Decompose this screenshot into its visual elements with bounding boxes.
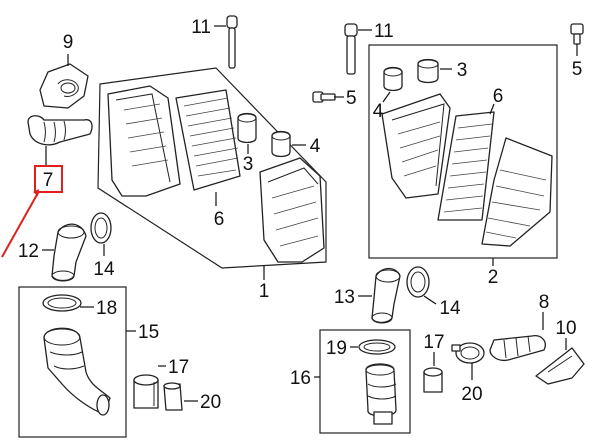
part-5-screw-right: [570, 23, 584, 45]
callout-10: 10: [555, 318, 576, 339]
leader-14b: [423, 295, 437, 305]
part-20-ring-left: [163, 382, 183, 411]
part-17-collar-left: [133, 374, 159, 409]
part-10-bracket: [535, 347, 585, 385]
callout-17-right: 17: [423, 332, 444, 353]
callout-20-left: 20: [200, 392, 221, 413]
part-5-screw-middle: [312, 91, 336, 103]
part-17-collar-right: [423, 367, 443, 393]
part-14-gasket-left: [90, 212, 112, 244]
assembly-1-outline: [97, 67, 327, 269]
callout-5-middle: 5: [346, 88, 357, 109]
callout-6-left: 6: [214, 209, 225, 230]
part-11-bolt-left: [226, 15, 238, 69]
part-14-gasket-right: [406, 266, 430, 298]
part-6-filter-left: [175, 89, 241, 191]
callout-11-right: 11: [374, 21, 394, 42]
part-air-box-lower-left: [259, 157, 325, 263]
part-19-clamp-right: [358, 339, 396, 355]
callout-8: 8: [539, 292, 550, 313]
leader-6b: [489, 103, 495, 115]
assembly-2-outline: [368, 44, 558, 259]
part-18-clamp-left: [42, 294, 82, 312]
callout-labels: 1 2 3 3 4 4 5 5 6 6 7 8 9 10 11 11 12 13…: [18, 17, 582, 413]
part-6-filter-right: [437, 111, 495, 221]
callout-7: 7: [43, 170, 54, 191]
part-air-box-upper: [107, 85, 181, 197]
part-7-hose: [27, 115, 93, 146]
part-11-bolt-right: [344, 23, 358, 75]
part-air-box-upper-right: [381, 93, 451, 199]
part-13-elbow: [371, 267, 401, 324]
callout-18: 18: [96, 298, 117, 319]
kit-16-outline: [319, 329, 411, 434]
callout-6-right: 6: [493, 86, 504, 107]
callout-20-right: 20: [461, 384, 482, 405]
callout-14-right: 14: [439, 298, 461, 319]
callout-4-left: 4: [310, 136, 321, 157]
callout-19: 19: [326, 338, 347, 359]
callout-15: 15: [138, 322, 159, 343]
part-8-hose: [489, 335, 546, 362]
callout-13: 13: [334, 287, 355, 308]
part-15-hose: [43, 327, 111, 416]
part-20-clamp-right: [451, 342, 485, 364]
part-air-box-lower-right: [481, 137, 553, 247]
red-pointer-arrow: [1, 190, 40, 258]
callout-5-right: 5: [572, 59, 583, 80]
callout-2: 2: [488, 267, 499, 288]
part-9-duct: [39, 63, 89, 109]
callout-1: 1: [259, 281, 270, 302]
part-12-elbow: [51, 223, 87, 282]
leader-4b: [382, 91, 391, 103]
kit-15-outline: [18, 286, 127, 438]
callout-17-left: 17: [168, 357, 189, 378]
part-4-grommet-right: [383, 66, 403, 92]
callout-11-left: 11: [191, 17, 211, 38]
callout-14-left: 14: [93, 259, 115, 280]
callout-16: 16: [290, 368, 311, 389]
part-4-grommet-left: [271, 130, 291, 158]
callout-9: 9: [63, 32, 74, 53]
part-16-hose: [365, 363, 397, 425]
callout-4-right: 4: [373, 101, 384, 122]
callout-12: 12: [18, 241, 39, 262]
callout-3-right: 3: [457, 60, 468, 81]
red-pointer-arrowhead: [33, 189, 39, 196]
part-3-grommet-left: [237, 112, 257, 144]
part-3-grommet-right: [417, 58, 439, 84]
callout-3-left: 3: [243, 154, 254, 175]
part-7-highlight-box: [34, 165, 63, 193]
